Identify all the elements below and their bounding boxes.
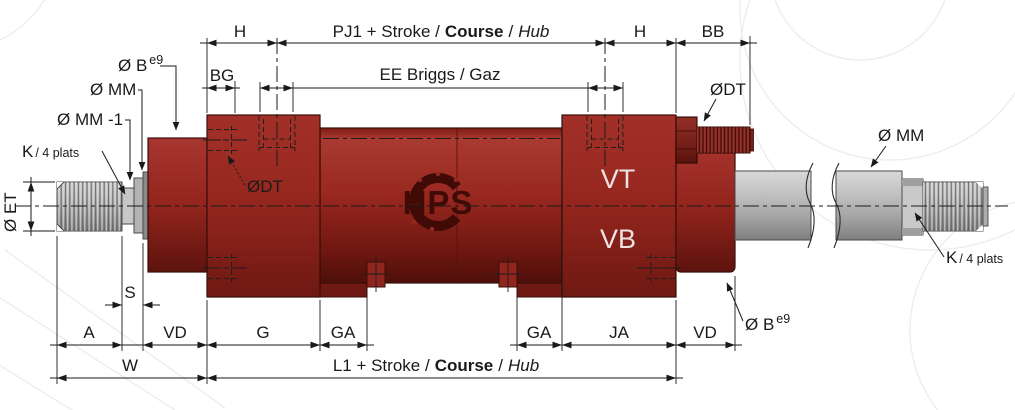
dim-label-ja: JA — [609, 323, 630, 342]
break-line-right — [831, 162, 841, 249]
callout-oet: Ø ET — [1, 192, 20, 232]
callout-odt-right: ØDT — [710, 80, 746, 99]
callout-omm-right: Ø MM — [878, 126, 924, 145]
dim-label-ee: EE Briggs / Gaz — [380, 65, 501, 84]
hps-logo-text: HPS — [403, 184, 474, 221]
front-cap — [147, 137, 208, 273]
dim-label-vd-left: VD — [163, 323, 187, 342]
callout-k-right: K/ 4 plats — [946, 248, 1003, 267]
stud-thread — [697, 127, 750, 153]
callout-omm-minus1: Ø MM -1 — [57, 110, 123, 129]
dim-label-h-right: H — [634, 22, 646, 41]
piston-rod-left-end — [56, 171, 149, 240]
dim-label-g: G — [256, 323, 269, 342]
dim-label-ga-left: GA — [331, 323, 356, 342]
tie-rod-nut-right — [494, 257, 522, 292]
dim-label-w: W — [122, 356, 138, 375]
dim-label-a: A — [83, 323, 95, 342]
break-line-left — [805, 162, 815, 249]
dim-label-s: S — [124, 283, 135, 302]
callout-omm-left: Ø MM — [90, 80, 136, 99]
dimension-lines — [27, 39, 757, 382]
hidden-lines — [203, 116, 681, 282]
dim-label-ga-right: GA — [527, 323, 552, 342]
dim-label-l1: L1 + Stroke /Course/Hub — [333, 356, 539, 375]
dim-label-bb: BB — [702, 22, 725, 41]
hps-logo: HPS — [403, 171, 474, 232]
rod-flats-right — [901, 178, 924, 236]
tie-rod-nut-left — [362, 257, 390, 292]
dimension-labels: H PJ1 + Stroke /Course/Hub H BB BG EE Br… — [83, 22, 724, 375]
port-label-vt: VT — [601, 164, 636, 194]
tie-rod-stud — [675, 116, 754, 164]
stud-nut — [675, 116, 698, 164]
cylinder-body: HPS VT VB — [56, 114, 989, 298]
dim-label-bg: BG — [210, 66, 235, 85]
dim-label-pj1: PJ1 + Stroke /Course/Hub — [333, 22, 550, 41]
port-label-vb: VB — [600, 224, 636, 254]
dim-label-h-left: H — [234, 22, 246, 41]
dim-label-vd-right: VD — [693, 323, 717, 342]
callout-odt-left: ØDT — [247, 177, 283, 196]
callout-k-left: K/ 4 plats — [22, 142, 79, 161]
extension-lines — [23, 36, 751, 384]
